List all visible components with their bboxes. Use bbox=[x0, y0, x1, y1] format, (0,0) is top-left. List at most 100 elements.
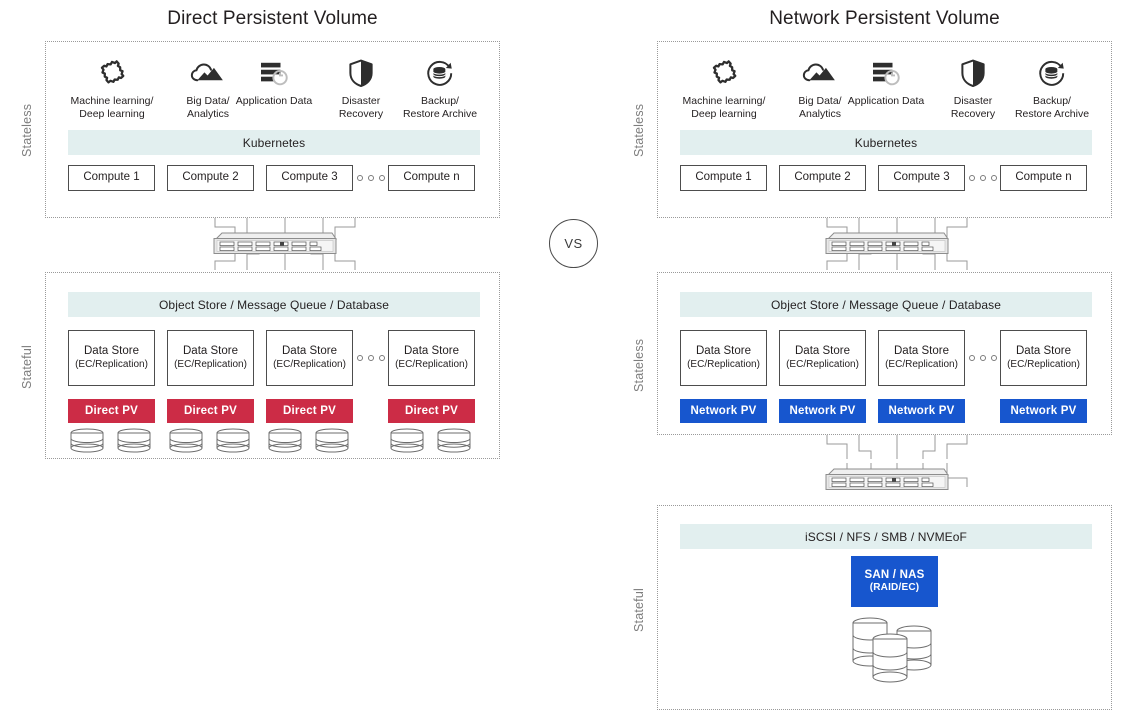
compute-label: Compute 1 bbox=[83, 171, 140, 184]
datastore-sub: (EC/Replication) bbox=[1007, 358, 1080, 370]
left-datastore-n[interactable]: Data Store (EC/Replication) bbox=[388, 330, 475, 386]
backup-restore-icon bbox=[1037, 58, 1067, 88]
datastore-sub: (EC/Replication) bbox=[687, 358, 760, 370]
right-stateful-region bbox=[657, 505, 1112, 710]
left-datastore-1[interactable]: Data Store (EC/Replication) bbox=[68, 330, 155, 386]
backup-restore-icon bbox=[425, 58, 455, 88]
compute-label: Compute 2 bbox=[182, 171, 239, 184]
datastore-sub: (EC/Replication) bbox=[885, 358, 958, 370]
big-data-cloud-icon bbox=[802, 58, 837, 88]
datastore-title: Data Store bbox=[795, 345, 850, 358]
compute-label: Compute 2 bbox=[794, 171, 851, 184]
datastore-sub: (EC/Replication) bbox=[273, 358, 346, 370]
datastore-sub: (EC/Replication) bbox=[786, 358, 859, 370]
disaster-recovery-shield-icon bbox=[961, 58, 985, 88]
right-datastore-1[interactable]: Data Store (EC/Replication) bbox=[680, 330, 767, 386]
icon-caption: Backup/ Restore Archive bbox=[402, 95, 478, 120]
left-datastore-3[interactable]: Data Store (EC/Replication) bbox=[266, 330, 353, 386]
right-stateless-region bbox=[657, 41, 1112, 218]
left-compute-1[interactable]: Compute 1 bbox=[68, 165, 155, 191]
pv-label: Direct PV bbox=[85, 404, 138, 417]
left-panel-title: Direct Persistent Volume bbox=[167, 8, 378, 29]
compute-label: Compute n bbox=[403, 171, 460, 184]
left-stateless-region bbox=[45, 41, 500, 218]
left-stateless-label: Stateless bbox=[20, 103, 34, 157]
icon-big-data: Big Data/ Analytics bbox=[168, 58, 248, 120]
right-network-pv-1[interactable]: Network PV bbox=[680, 399, 767, 423]
pv-label: Network PV bbox=[789, 404, 856, 417]
right-datastore-3[interactable]: Data Store (EC/Replication) bbox=[878, 330, 965, 386]
right-kubernetes-band: Kubernetes bbox=[680, 130, 1092, 155]
right-stateless-mid-label: Stateless bbox=[632, 338, 646, 392]
datastore-title: Data Store bbox=[84, 345, 139, 358]
icon-machine-learning: Machine learning/ Deep learning bbox=[62, 58, 162, 120]
disaster-recovery-shield-icon bbox=[349, 58, 373, 88]
icon-caption: Disaster Recovery bbox=[950, 95, 996, 120]
compute-label: Compute 3 bbox=[281, 171, 338, 184]
left-compute-3[interactable]: Compute 3 bbox=[266, 165, 353, 191]
pv-label: Direct PV bbox=[283, 404, 336, 417]
icon-caption: Application Data bbox=[847, 95, 925, 107]
datastore-title: Data Store bbox=[282, 345, 337, 358]
datastore-title: Data Store bbox=[183, 345, 238, 358]
san-nas-title: SAN / NAS bbox=[864, 569, 925, 581]
right-compute-n[interactable]: Compute n bbox=[1000, 165, 1087, 191]
right-network-pv-3[interactable]: Network PV bbox=[878, 399, 965, 423]
left-network-switch-icon bbox=[213, 232, 337, 254]
right-stateful-label: Stateful bbox=[632, 588, 646, 632]
datastore-title: Data Store bbox=[1016, 345, 1071, 358]
icon-caption: Machine learning/ Deep learning bbox=[682, 95, 766, 120]
icon-caption: Big Data/ Analytics bbox=[798, 95, 842, 120]
datastore-sub: (EC/Replication) bbox=[75, 358, 148, 370]
icon-caption: Backup/ Restore Archive bbox=[1014, 95, 1090, 120]
right-protocol-band: iSCSI / NFS / SMB / NVMEoF bbox=[680, 524, 1092, 549]
compute-label: Compute n bbox=[1015, 171, 1072, 184]
left-compute-2[interactable]: Compute 2 bbox=[167, 165, 254, 191]
pv-label: Direct PV bbox=[184, 404, 237, 417]
right-middle-region bbox=[657, 272, 1112, 435]
big-data-cloud-icon bbox=[190, 58, 225, 88]
right-compute-ellipsis bbox=[969, 165, 997, 191]
right-network-switch-icon-bottom bbox=[825, 468, 949, 490]
left-datastore-ellipsis bbox=[357, 330, 385, 386]
pv-label: Network PV bbox=[690, 404, 757, 417]
icon-backup-restore: Backup/ Restore Archive bbox=[1004, 58, 1100, 120]
datastore-title: Data Store bbox=[696, 345, 751, 358]
san-nas-sub: (RAID/EC) bbox=[869, 582, 920, 593]
icon-caption: Big Data/ Analytics bbox=[186, 95, 230, 120]
san-nas-box[interactable]: SAN / NAS (RAID/EC) bbox=[851, 556, 938, 607]
right-datastore-n[interactable]: Data Store (EC/Replication) bbox=[1000, 330, 1087, 386]
icon-big-data: Big Data/ Analytics bbox=[780, 58, 860, 120]
left-direct-pv-1[interactable]: Direct PV bbox=[68, 399, 155, 423]
left-objectstore-band: Object Store / Message Queue / Database bbox=[68, 292, 480, 317]
machine-learning-icon bbox=[710, 58, 738, 88]
application-data-icon bbox=[259, 58, 289, 88]
icon-caption: Machine learning/ Deep learning bbox=[70, 95, 154, 120]
left-direct-pv-n[interactable]: Direct PV bbox=[388, 399, 475, 423]
right-panel-title: Network Persistent Volume bbox=[769, 8, 1000, 29]
pv-label: Network PV bbox=[888, 404, 955, 417]
right-network-pv-2[interactable]: Network PV bbox=[779, 399, 866, 423]
left-stateful-region bbox=[45, 272, 500, 459]
left-direct-pv-2[interactable]: Direct PV bbox=[167, 399, 254, 423]
right-compute-3[interactable]: Compute 3 bbox=[878, 165, 965, 191]
pv-label: Direct PV bbox=[405, 404, 458, 417]
right-objectstore-band: Object Store / Message Queue / Database bbox=[680, 292, 1092, 317]
datastore-title: Data Store bbox=[404, 345, 459, 358]
vs-badge: VS bbox=[549, 219, 598, 268]
pv-label: Network PV bbox=[1010, 404, 1077, 417]
datastore-sub: (EC/Replication) bbox=[174, 358, 247, 370]
left-direct-pv-3[interactable]: Direct PV bbox=[266, 399, 353, 423]
right-stateless-label: Stateless bbox=[632, 103, 646, 157]
application-data-icon bbox=[871, 58, 901, 88]
right-compute-1[interactable]: Compute 1 bbox=[680, 165, 767, 191]
left-datastore-2[interactable]: Data Store (EC/Replication) bbox=[167, 330, 254, 386]
left-compute-ellipsis bbox=[357, 165, 385, 191]
right-compute-2[interactable]: Compute 2 bbox=[779, 165, 866, 191]
right-datastore-2[interactable]: Data Store (EC/Replication) bbox=[779, 330, 866, 386]
icon-application-data: Application Data bbox=[228, 58, 320, 108]
right-network-pv-n[interactable]: Network PV bbox=[1000, 399, 1087, 423]
icon-machine-learning: Machine learning/ Deep learning bbox=[674, 58, 774, 120]
right-datastore-ellipsis bbox=[969, 330, 997, 386]
left-compute-n[interactable]: Compute n bbox=[388, 165, 475, 191]
